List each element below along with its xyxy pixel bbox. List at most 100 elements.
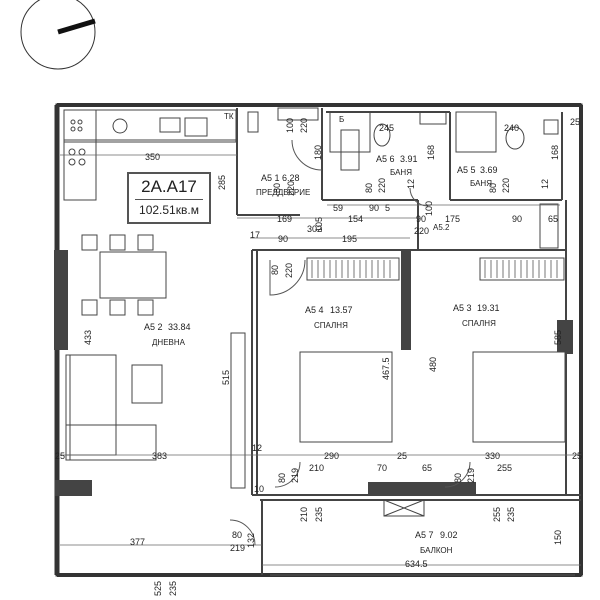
door-swings [229,139,471,546]
dim-label: 235 [506,507,516,522]
unit-code: 2A.A17 [141,177,197,196]
wardrobes [306,129,565,281]
dim-label: 80 [277,473,287,483]
dim-label: 154 [348,214,363,224]
dim-label: 290 [324,451,339,461]
dim-label: 350 [145,152,160,162]
dim-label: 12 [252,443,262,453]
room-id-7: A5 7 [415,530,434,540]
room-area-4: 13.57 [330,305,353,315]
dim-label: 383 [152,451,167,461]
dim-label: 80 [270,265,280,275]
dim-label: 90 [512,214,522,224]
dim-label: 100 [424,201,434,216]
dim-label: 467.5 [381,357,391,380]
dim-label: 255 [497,463,512,473]
dim-label: 377 [130,537,145,547]
dim-label: 132 [246,533,256,548]
dim-label: 235 [168,581,178,596]
dim-label: 220 [501,178,511,193]
dim-label: 175 [445,214,460,224]
dimension-lines [60,154,581,566]
dim-label: 12 [406,179,416,189]
room-id-6: A5 6 [376,154,395,164]
dim-label: 180 [313,145,323,160]
dim-label: 59 [333,203,343,213]
dim-label: 90 [416,214,426,224]
dim-label: 219 [466,468,476,483]
dim-label: 240 [504,123,519,133]
dim-label: 105 [314,217,324,232]
dim-label: 525 [153,581,163,596]
dim-label: 220 [299,118,309,133]
dim-label: 168 [550,145,560,160]
dim-label: 25 [55,451,65,461]
dim-label: 210 [299,507,309,522]
room-id-8: A5.2 [433,223,450,232]
room-area-6: 3.91 [400,154,418,164]
dim-label: 5 [385,203,390,213]
beds [299,351,566,443]
dim-label: 302 [307,224,322,234]
room-area-3: 19.31 [477,303,500,313]
unit-label: 2A.A17 102.51кв.м [127,172,211,224]
unit-divider [135,199,203,200]
dim-label: 330 [485,451,500,461]
bath-mark: Б [339,115,344,124]
dim-label: 220 [414,226,429,236]
kitchen-mark: ТК [224,112,234,121]
dim-label: 100 [285,118,295,133]
dim-label: 219 [230,543,245,553]
dimension-labels: 350 285 100 220 180 169 59 90 5 154 302 … [55,117,582,596]
dim-label: 210 [309,463,324,473]
dim-label: 219 [290,468,300,483]
partitions [236,108,581,575]
room-name-4: СПАЛНЯ [314,321,348,330]
room-name-6: БАНЯ [390,168,412,177]
room-id-3: A5 3 [453,303,472,313]
room-id-1: A5 1 [261,173,280,183]
room-name-3: СПАЛНЯ [462,319,496,328]
room-id-4: A5 4 [305,305,324,315]
dim-label: 235 [314,507,324,522]
room-name-5: БАНЯ [470,179,492,188]
dim-label: 220 [284,263,294,278]
room-area-1: 6.28 [282,173,300,183]
dim-label: 220 [377,178,387,193]
room-name-7: БАЛКОН [420,546,453,555]
dim-label: 169 [277,214,292,224]
dim-label: 220 [286,181,296,196]
dim-label: 168 [426,145,436,160]
dim-label: 25 [570,117,580,127]
dim-label: 90 [369,203,379,213]
dim-label: 25 [397,451,407,461]
room-area-7: 9.02 [440,530,458,540]
dim-label: 150 [553,530,563,545]
dim-label: 65 [422,463,432,473]
dim-label: 480 [428,357,438,372]
dim-label: 285 [217,175,227,190]
dim-label: 195 [342,234,357,244]
wardrobe-hatch [311,260,558,278]
dim-label: 80 [272,183,282,193]
dim-label: 245 [379,123,394,133]
dim-label: 17 [250,230,260,240]
dim-label: 80 [453,473,463,483]
dim-label: 12 [540,179,550,189]
dim-label: 515 [221,370,231,385]
dim-label: 80 [488,183,498,193]
dim-label: 585 [553,330,563,345]
balcony [270,499,575,576]
room-area-5: 3.69 [480,165,498,175]
unit-area: 102.51кв.м [139,203,199,217]
room-name-1: ПРЕДДВЕРИЕ [256,188,310,197]
dim-label: 255 [492,507,502,522]
dim-label: 10 [254,484,264,494]
dim-label: 80 [232,530,242,540]
bathroom-fixtures [247,107,559,153]
dining-set [81,234,167,316]
dim-label: 70 [377,463,387,473]
room-id-5: A5 5 [457,165,476,175]
room-id-2: A5 2 [144,322,163,332]
